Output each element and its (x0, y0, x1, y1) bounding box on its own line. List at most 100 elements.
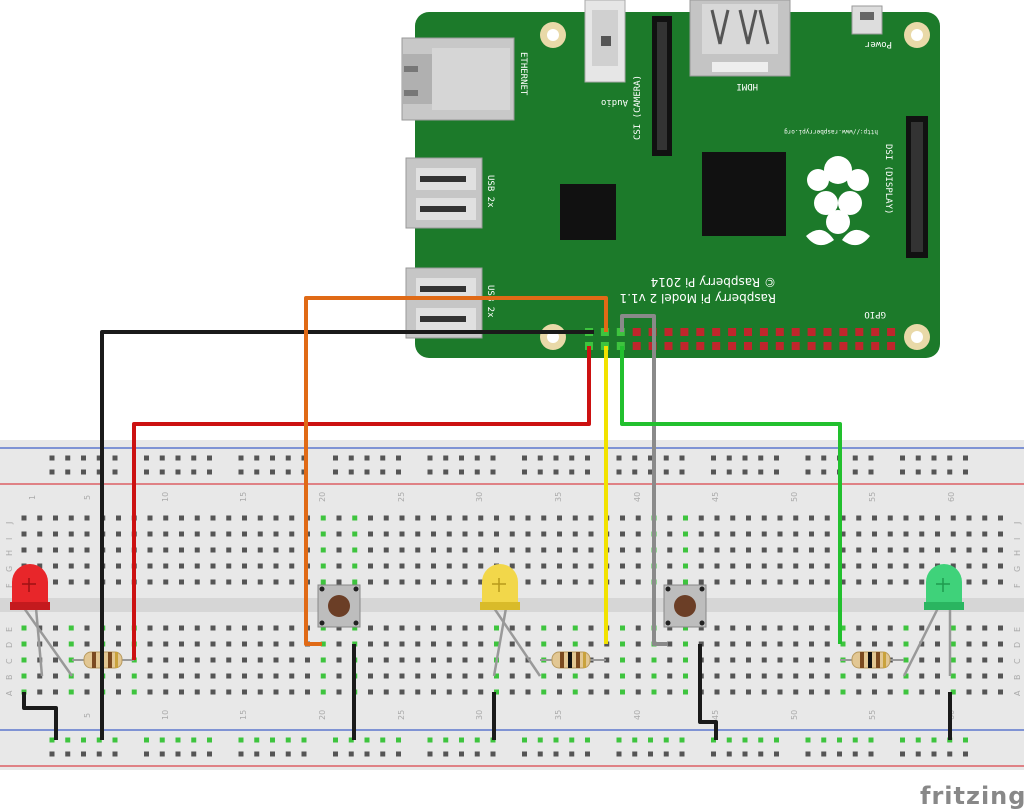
breadboard-hole (632, 751, 638, 757)
row-letter: E (1013, 627, 1022, 632)
breadboard-hole (522, 737, 527, 743)
breadboard-hole (65, 751, 71, 757)
breadboard-hole (856, 641, 862, 647)
breadboard-hole (525, 515, 531, 521)
breadboard-hole (159, 737, 165, 743)
gpio-pin (712, 342, 721, 350)
breadboard-hole (226, 673, 232, 679)
gpio-pin (632, 328, 641, 336)
breadboard-hole (793, 625, 799, 631)
breadboard-hole (761, 531, 767, 537)
breadboard-hole (950, 547, 956, 553)
breadboard-hole (805, 469, 811, 475)
breadboard-hole (396, 737, 401, 743)
breadboard-hole (758, 455, 764, 461)
breadboard-hole (179, 579, 184, 585)
breadboard-hole (368, 641, 373, 647)
breadboard-hole (289, 657, 295, 663)
resistor-2 (540, 651, 606, 669)
breadboard-hole (364, 455, 370, 461)
breadboard-hole (431, 515, 436, 521)
breadboard-hole (635, 641, 641, 647)
column-numbers-top: 1 5 10 15 20 25 30 35 40 45 50 55 60 (28, 492, 956, 502)
breadboard-hole (68, 579, 74, 585)
breadboard-hole (903, 689, 909, 695)
usb-label-1: USB 2x (485, 175, 495, 208)
breadboard-hole (380, 737, 386, 743)
breadboard-hole (257, 563, 263, 569)
breadboard-hole (415, 641, 421, 647)
breadboard-hole (761, 673, 767, 679)
gpio-pin (759, 342, 768, 350)
breadboard-hole (21, 625, 27, 631)
gpio-pin (664, 328, 673, 336)
push-button-2[interactable] (663, 584, 707, 628)
breadboard-hole (557, 563, 562, 569)
breadboard-hole (238, 469, 244, 475)
breadboard-hole (175, 469, 181, 475)
breadboard-hole (191, 469, 197, 475)
wires (22, 296, 952, 740)
breadboard-hole (809, 515, 814, 521)
breadboard-hole (273, 625, 279, 631)
breadboard-hole (525, 563, 531, 569)
gpio-pin (775, 328, 784, 336)
breadboard-hole (509, 625, 515, 631)
col-num: 40 (633, 710, 642, 720)
breadboard-hole (998, 531, 1003, 537)
breadboard-hole (635, 515, 641, 521)
breadboard-hole (840, 641, 846, 647)
breadboard-hole (856, 515, 862, 521)
breadboard-hole (179, 563, 184, 569)
breadboard-hole (207, 469, 212, 475)
gpio-pin (887, 328, 896, 336)
breadboard-hole (616, 737, 622, 743)
breadboard-hole (84, 579, 90, 585)
breadboard-hole (679, 751, 685, 757)
breadboard-hole (116, 547, 121, 553)
breadboard-hole (21, 673, 27, 679)
breadboard-hole (462, 579, 468, 585)
breadboard-hole (84, 563, 90, 569)
audio-jack (584, 0, 626, 83)
breadboard-hole (585, 469, 590, 475)
breadboard-hole (65, 737, 71, 743)
breadboard-hole (982, 657, 988, 663)
breadboard-hole (635, 625, 641, 631)
breadboard-hole (919, 579, 925, 585)
breadboard-hole (982, 547, 988, 553)
breadboard-hole (711, 469, 716, 475)
breadboard-hole (900, 751, 905, 757)
breadboard-hole (683, 673, 688, 679)
breadboard-hole (431, 657, 436, 663)
breadboard-hole (368, 515, 373, 521)
breadboard-hole (915, 737, 921, 743)
breadboard-hole (415, 515, 421, 521)
breadboard-hole (915, 469, 921, 475)
breadboard-hole (81, 737, 86, 743)
breadboard-hole (116, 563, 121, 569)
breadboard-hole (935, 515, 940, 521)
breadboard-hole (96, 455, 102, 461)
breadboard-hole (238, 455, 244, 461)
breadboard-hole (730, 657, 736, 663)
push-button-1[interactable] (317, 584, 361, 628)
row-letter: F (5, 583, 14, 588)
breadboard-hole (446, 579, 452, 585)
breadboard-hole (257, 641, 263, 647)
breadboard-hole (887, 547, 893, 553)
usb-port-1 (405, 157, 483, 229)
breadboard-hole (242, 625, 247, 631)
breadboard-hole (383, 531, 389, 537)
breadboard-hole (383, 515, 389, 521)
breadboard-hole (443, 455, 449, 461)
breadboard-hole (683, 531, 688, 537)
breadboard-hole (872, 515, 877, 521)
breadboard-hole (635, 689, 641, 695)
breadboard-hole (553, 737, 559, 743)
breadboard-hole (821, 469, 827, 475)
breadboard-hole (572, 515, 578, 521)
breadboard-hole (935, 625, 940, 631)
breadboard-hole (194, 531, 200, 537)
breadboard-hole (635, 579, 641, 585)
